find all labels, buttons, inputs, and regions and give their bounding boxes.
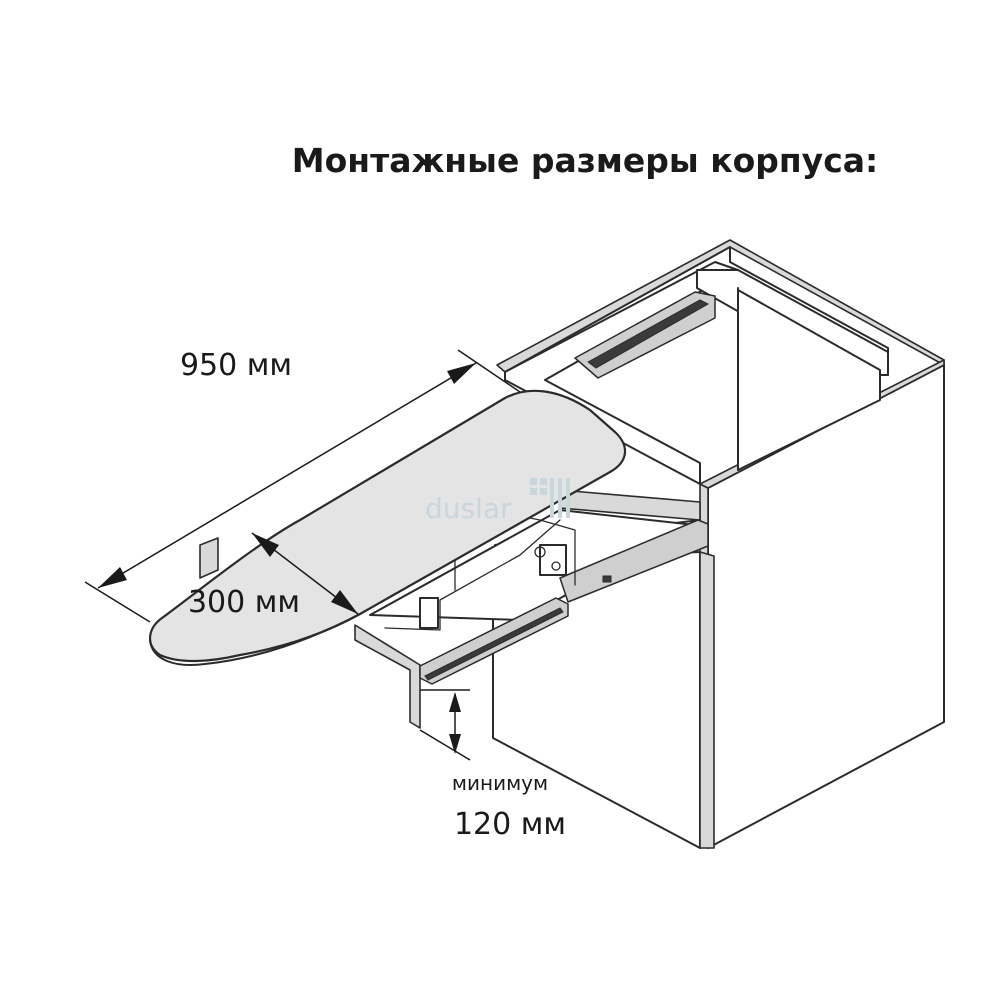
bracket-left	[419, 597, 439, 629]
cabinet-top-rail-slot	[587, 299, 710, 369]
length-arrow-left	[98, 567, 127, 588]
length-dimension-line	[97, 362, 477, 589]
length-extension-left	[84, 581, 151, 623]
min-arrow-bottom	[449, 734, 461, 754]
ironing-board-edge	[149, 613, 361, 666]
ironing-board-assembly	[149, 389, 626, 666]
drawer-frame	[354, 489, 709, 729]
drawer-front-panel	[354, 624, 421, 729]
min-value-label: 120 мм	[454, 807, 566, 842]
cabinet-lower-front-edge	[699, 551, 715, 849]
bracket-screw-2	[551, 561, 561, 571]
length-arrow-right	[447, 363, 476, 384]
dimension-length: 950 мм	[84, 348, 521, 623]
min-arrow-top	[449, 692, 461, 712]
width-arrow-bottom	[331, 590, 358, 614]
drawer-slide-rail-inner	[424, 607, 564, 681]
width-label: 300 мм	[188, 585, 300, 620]
dimension-min-height: минимум 120 мм	[419, 689, 566, 842]
cabinet-inner-back	[504, 246, 731, 373]
min-extension-bottom	[419, 729, 471, 761]
mechanism-arm	[384, 519, 561, 631]
min-label: минимум	[452, 771, 548, 795]
watermark-text: duslar	[425, 492, 512, 525]
cabinet-side-rail	[559, 519, 709, 603]
length-label: 950 мм	[180, 348, 292, 383]
watermark: duslar	[425, 478, 570, 525]
board-back-post	[199, 537, 219, 579]
dimension-width: 300 мм	[188, 532, 359, 620]
drawer-side-button	[602, 575, 612, 583]
watermark-logo-icon	[530, 478, 570, 518]
ironing-board	[149, 389, 626, 663]
length-extension-right	[457, 349, 521, 393]
diagram-title: Монтажные размеры корпуса:	[292, 141, 878, 180]
width-arrow-top	[252, 533, 279, 557]
bracket-screw	[534, 546, 546, 558]
